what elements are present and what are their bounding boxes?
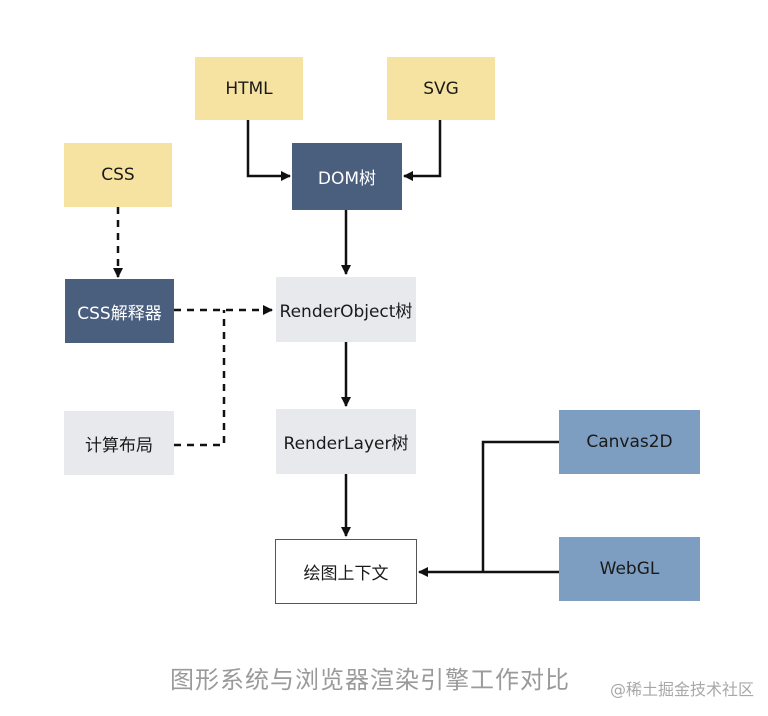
node-css-parser: CSS解释器	[65, 279, 174, 343]
node-css-parser-label: CSS解释器	[77, 303, 162, 324]
node-css-label: CSS	[101, 165, 135, 185]
edge-canvas2d-to-context	[481, 440, 559, 572]
node-dom-tree: DOM树	[292, 143, 402, 210]
node-render-layer-tree-label: RenderLayer树	[283, 434, 409, 454]
node-render-layer-tree: RenderLayer树	[276, 409, 416, 474]
diagram-caption: 图形系统与浏览器渲染引擎工作对比	[170, 666, 570, 694]
node-html: HTML	[195, 57, 303, 120]
node-html-label: HTML	[225, 78, 273, 99]
node-drawing-context-label: 绘图上下文	[303, 564, 389, 584]
node-svg: SVG	[387, 57, 495, 120]
node-canvas2d-label: Canvas2D	[586, 432, 673, 452]
edge-layout-to-renderobject	[174, 310, 226, 447]
node-render-object-tree: RenderObject树	[276, 277, 416, 342]
node-webgl: WebGL	[559, 537, 700, 601]
node-canvas2d: Canvas2D	[559, 410, 700, 474]
node-webgl-label: WebGL	[599, 559, 660, 579]
node-dom-tree-label: DOM树	[317, 169, 377, 189]
node-compute-layout-label: 计算布局	[85, 435, 153, 456]
node-css: CSS	[64, 143, 172, 207]
edge-svg-to-dom	[403, 120, 442, 181]
edge-html-to-dom	[246, 120, 291, 181]
node-drawing-context: 绘图上下文	[275, 539, 417, 604]
watermark: @稀土掘金技术社区	[609, 680, 754, 699]
node-svg-label: SVG	[423, 78, 459, 99]
node-compute-layout: 计算布局	[64, 411, 174, 475]
node-render-object-tree-label: RenderObject树	[279, 302, 413, 322]
